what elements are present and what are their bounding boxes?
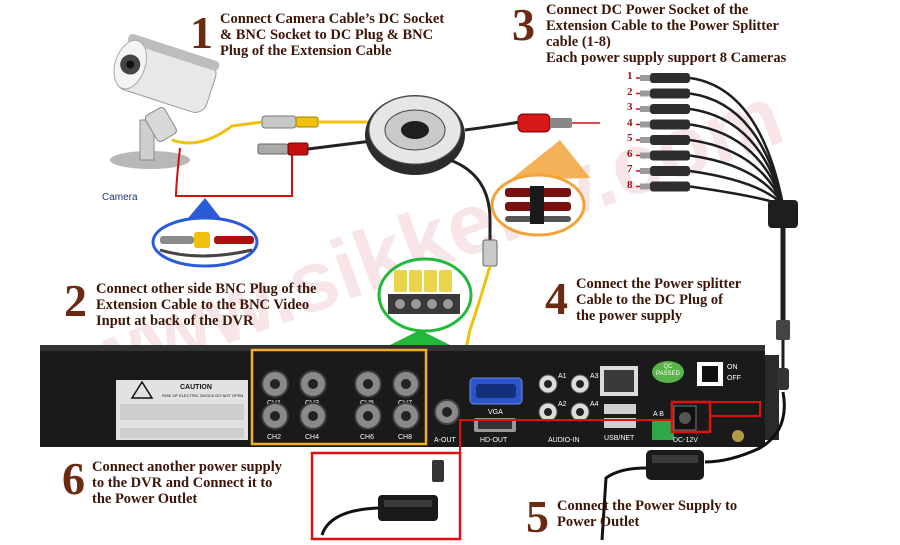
audio-port-pin [576, 408, 584, 416]
camera-illustration [110, 33, 220, 169]
audio-port-pin [544, 380, 552, 388]
splitter-pin-8: 8 [627, 178, 633, 191]
dvr-rear-panel: CAUTION RISK OF ELECTRIC SHOCK DO NOT OP… [40, 345, 779, 447]
bnc-port-pin [401, 379, 411, 389]
audio-in-label: AUDIO-IN [548, 437, 580, 444]
splitter-lead [689, 107, 785, 206]
bnc-port-pin [401, 411, 411, 421]
step-1-number: 1 [190, 7, 213, 58]
extension-cable-spool [365, 95, 465, 175]
splitter-plug-tip [640, 106, 650, 112]
audio-port-pin [576, 380, 584, 388]
splitter-plug-tip [640, 152, 650, 159]
camera-label: Camera [102, 192, 138, 203]
audio-channel-label: A3 [590, 373, 599, 380]
splitter-pin-1: 1 [627, 70, 633, 82]
bnc-closeup [388, 270, 460, 314]
splitter-pin-7: 7 [627, 163, 633, 175]
bnc-port-pin [270, 379, 280, 389]
vga-label: VGA [488, 409, 503, 416]
bnc-port-pin [363, 379, 373, 389]
splitter-dc-plug [650, 166, 690, 176]
step-2-text: Connect other side BNC Plug of the Exten… [96, 281, 317, 329]
audio-channel-label: A2 [558, 401, 567, 408]
step-4-number: 4 [545, 273, 568, 324]
splitter-plug-tip [640, 137, 650, 143]
step-6-number: 6 [62, 453, 85, 504]
hd-out-label: HD-OUT [480, 437, 508, 444]
ab-terminal-label: A B [653, 411, 664, 418]
splitter-pin-3: 3 [627, 101, 633, 113]
camera-lead-closeup [159, 232, 254, 258]
bnc-port-pin [270, 411, 280, 421]
step-6-text: Connect another power supply to the DVR … [92, 459, 283, 507]
dc-plug-closeup [505, 186, 571, 224]
power-supply-6 [320, 460, 444, 536]
splitter-pin-4: 4 [627, 116, 633, 129]
audio-port-pin [544, 408, 552, 416]
splitter-lead [689, 154, 785, 206]
channel-label: CH4 [305, 434, 319, 441]
step-1-text: Connect Camera Cable’s DC Socket & BNC S… [220, 11, 445, 59]
splitter-dc-plug [650, 135, 690, 145]
splitter-pin-6: 6 [627, 147, 633, 160]
splitter-lead [689, 123, 785, 206]
splitter-plug-tip [640, 168, 650, 174]
bnc-port-pin [308, 411, 318, 421]
splitter-pin-5: 5 [627, 132, 633, 144]
step-5-number: 5 [526, 491, 549, 542]
splitter-pin-2: 2 [627, 85, 633, 98]
splitter-dc-plug [650, 150, 690, 161]
power-splitter-cable [636, 73, 798, 340]
qc-sticker-label: QC PASSED [656, 364, 680, 377]
splitter-plug-tip [640, 121, 650, 128]
audio-channel-label: A1 [558, 373, 567, 380]
splitter-plug-tip [640, 183, 650, 190]
splitter-dc-plug [650, 88, 690, 99]
splitter-dc-plug [650, 181, 690, 192]
step-2-number: 2 [64, 275, 87, 326]
step-5-text: Connect the Power Supply to Power Outlet [557, 498, 738, 530]
channel-label: CH6 [360, 434, 374, 441]
switch-on-label: ON [727, 364, 738, 371]
bnc-port-pin [308, 379, 318, 389]
power-supply-5 [600, 450, 704, 541]
splitter-dc-plug [650, 119, 690, 130]
switch-off-label: OFF [727, 375, 741, 382]
splitter-dc-plug [650, 73, 690, 83]
step-3-number: 3 [512, 0, 535, 50]
splitter-dc-plug [650, 104, 690, 114]
splitter-plug-tip [640, 75, 650, 81]
a-out-label: A-OUT [434, 437, 457, 444]
caution-title: CAUTION [180, 384, 212, 391]
splitter-plug-tip [640, 90, 650, 97]
audio-channel-label: A4 [590, 401, 599, 408]
step-3-text: Connect DC Power Socket of the Extension… [546, 2, 787, 66]
bnc-port-pin [363, 411, 373, 421]
usb-net-label: USB/NET [604, 435, 635, 442]
caution-subtitle: RISK OF ELECTRIC SHOCK DO NOT OPEN [162, 393, 243, 398]
channel-label: CH8 [398, 434, 412, 441]
channel-label: CH2 [267, 434, 281, 441]
step-4-text: Connect the Power splitter Cable to the … [576, 276, 742, 324]
splitter-lead [689, 138, 785, 206]
dc-12v-label: DC-12V [673, 437, 698, 444]
